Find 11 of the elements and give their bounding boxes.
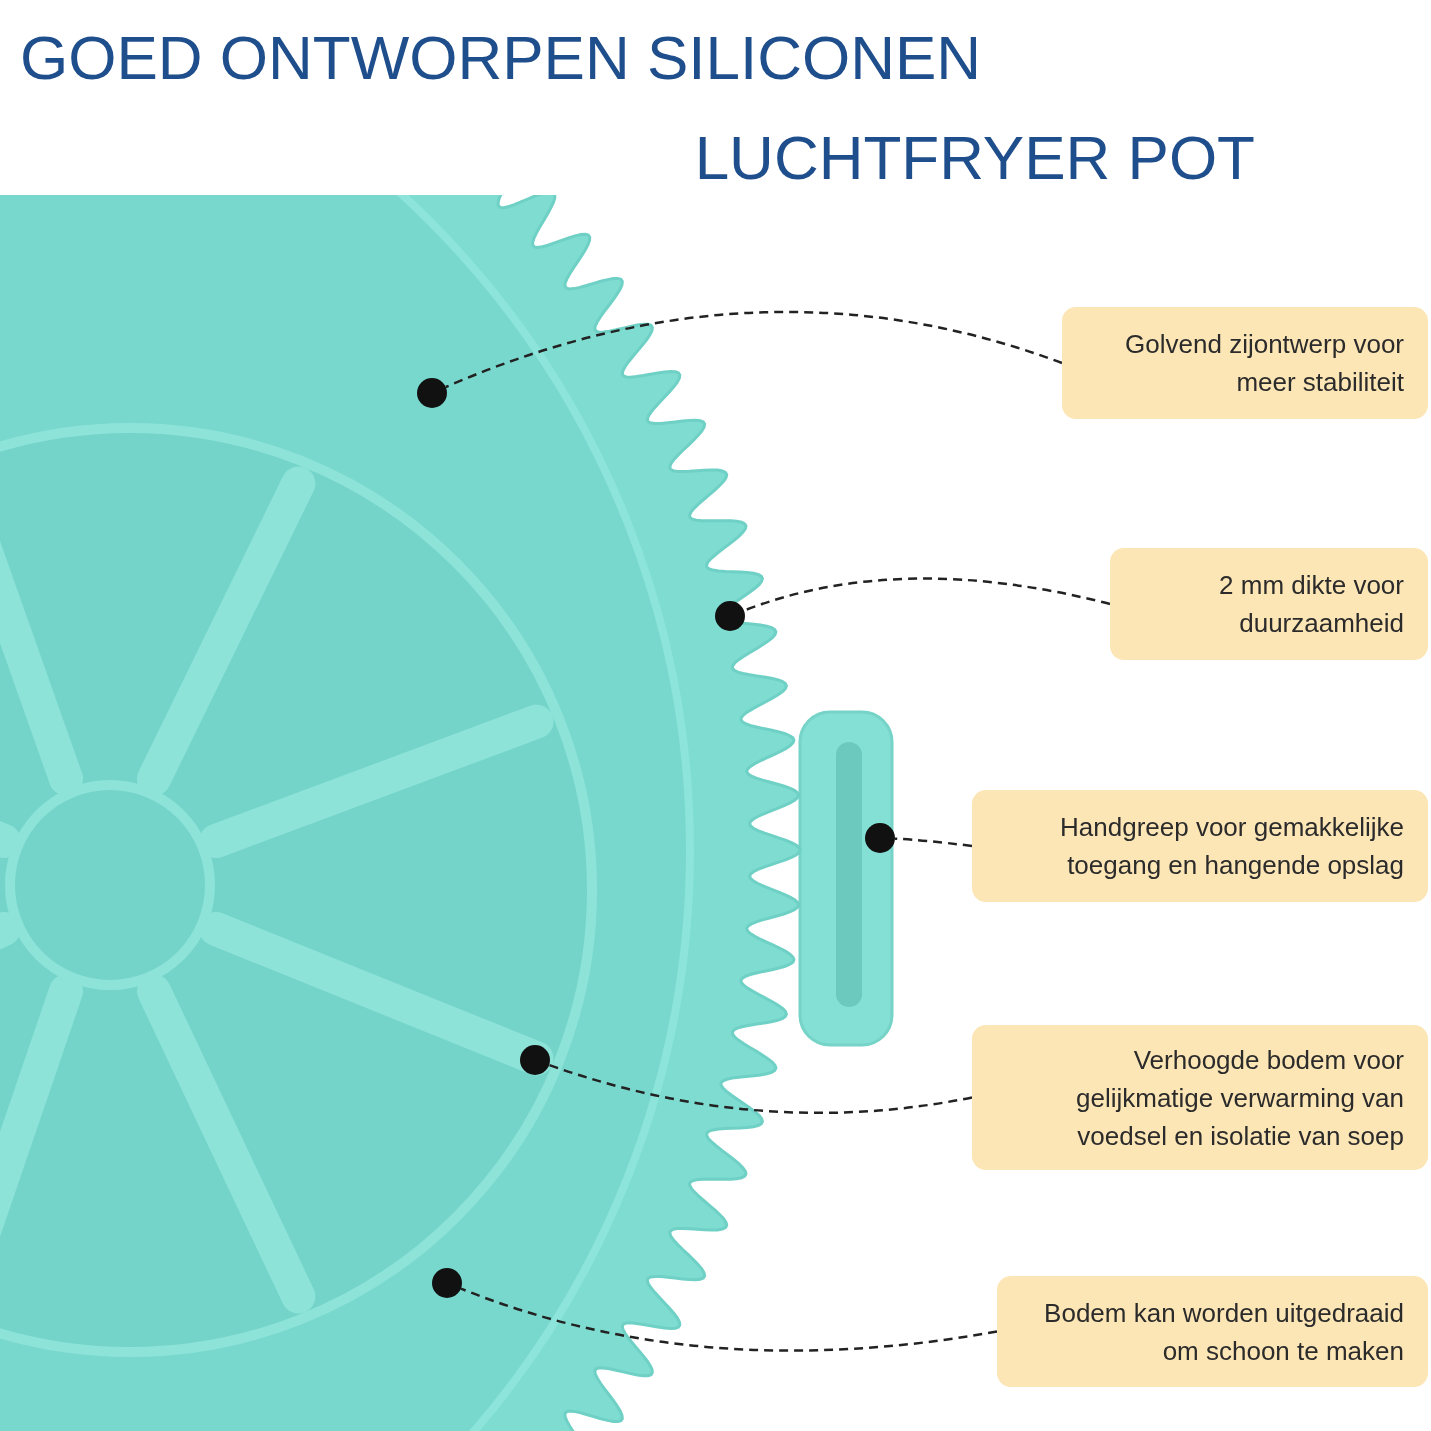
title: GOED ONTWORPEN SILICONEN LUCHTFRYER POT bbox=[20, 22, 1255, 194]
callout-label: Golvend zijontwerp voor meer stabiliteit bbox=[1062, 307, 1428, 419]
callout-label: 2 mm dikte voor duurzaamheid bbox=[1110, 548, 1428, 660]
leader-line bbox=[548, 1063, 973, 1114]
callout-label: Verhoogde bodem voor gelijkmatige verwarming van voedsel en isolatie van soep bbox=[972, 1025, 1428, 1170]
callout-label: Bodem kan worden uitgedraaid om schoon te maken bbox=[997, 1276, 1428, 1387]
leader-line bbox=[894, 837, 973, 848]
leader-line bbox=[743, 577, 1111, 612]
leader-line bbox=[445, 311, 1063, 389]
leader-line bbox=[460, 1287, 998, 1352]
callout-label: Handgreep voor gemakkelijke toegang en hangende opslag bbox=[972, 790, 1428, 902]
